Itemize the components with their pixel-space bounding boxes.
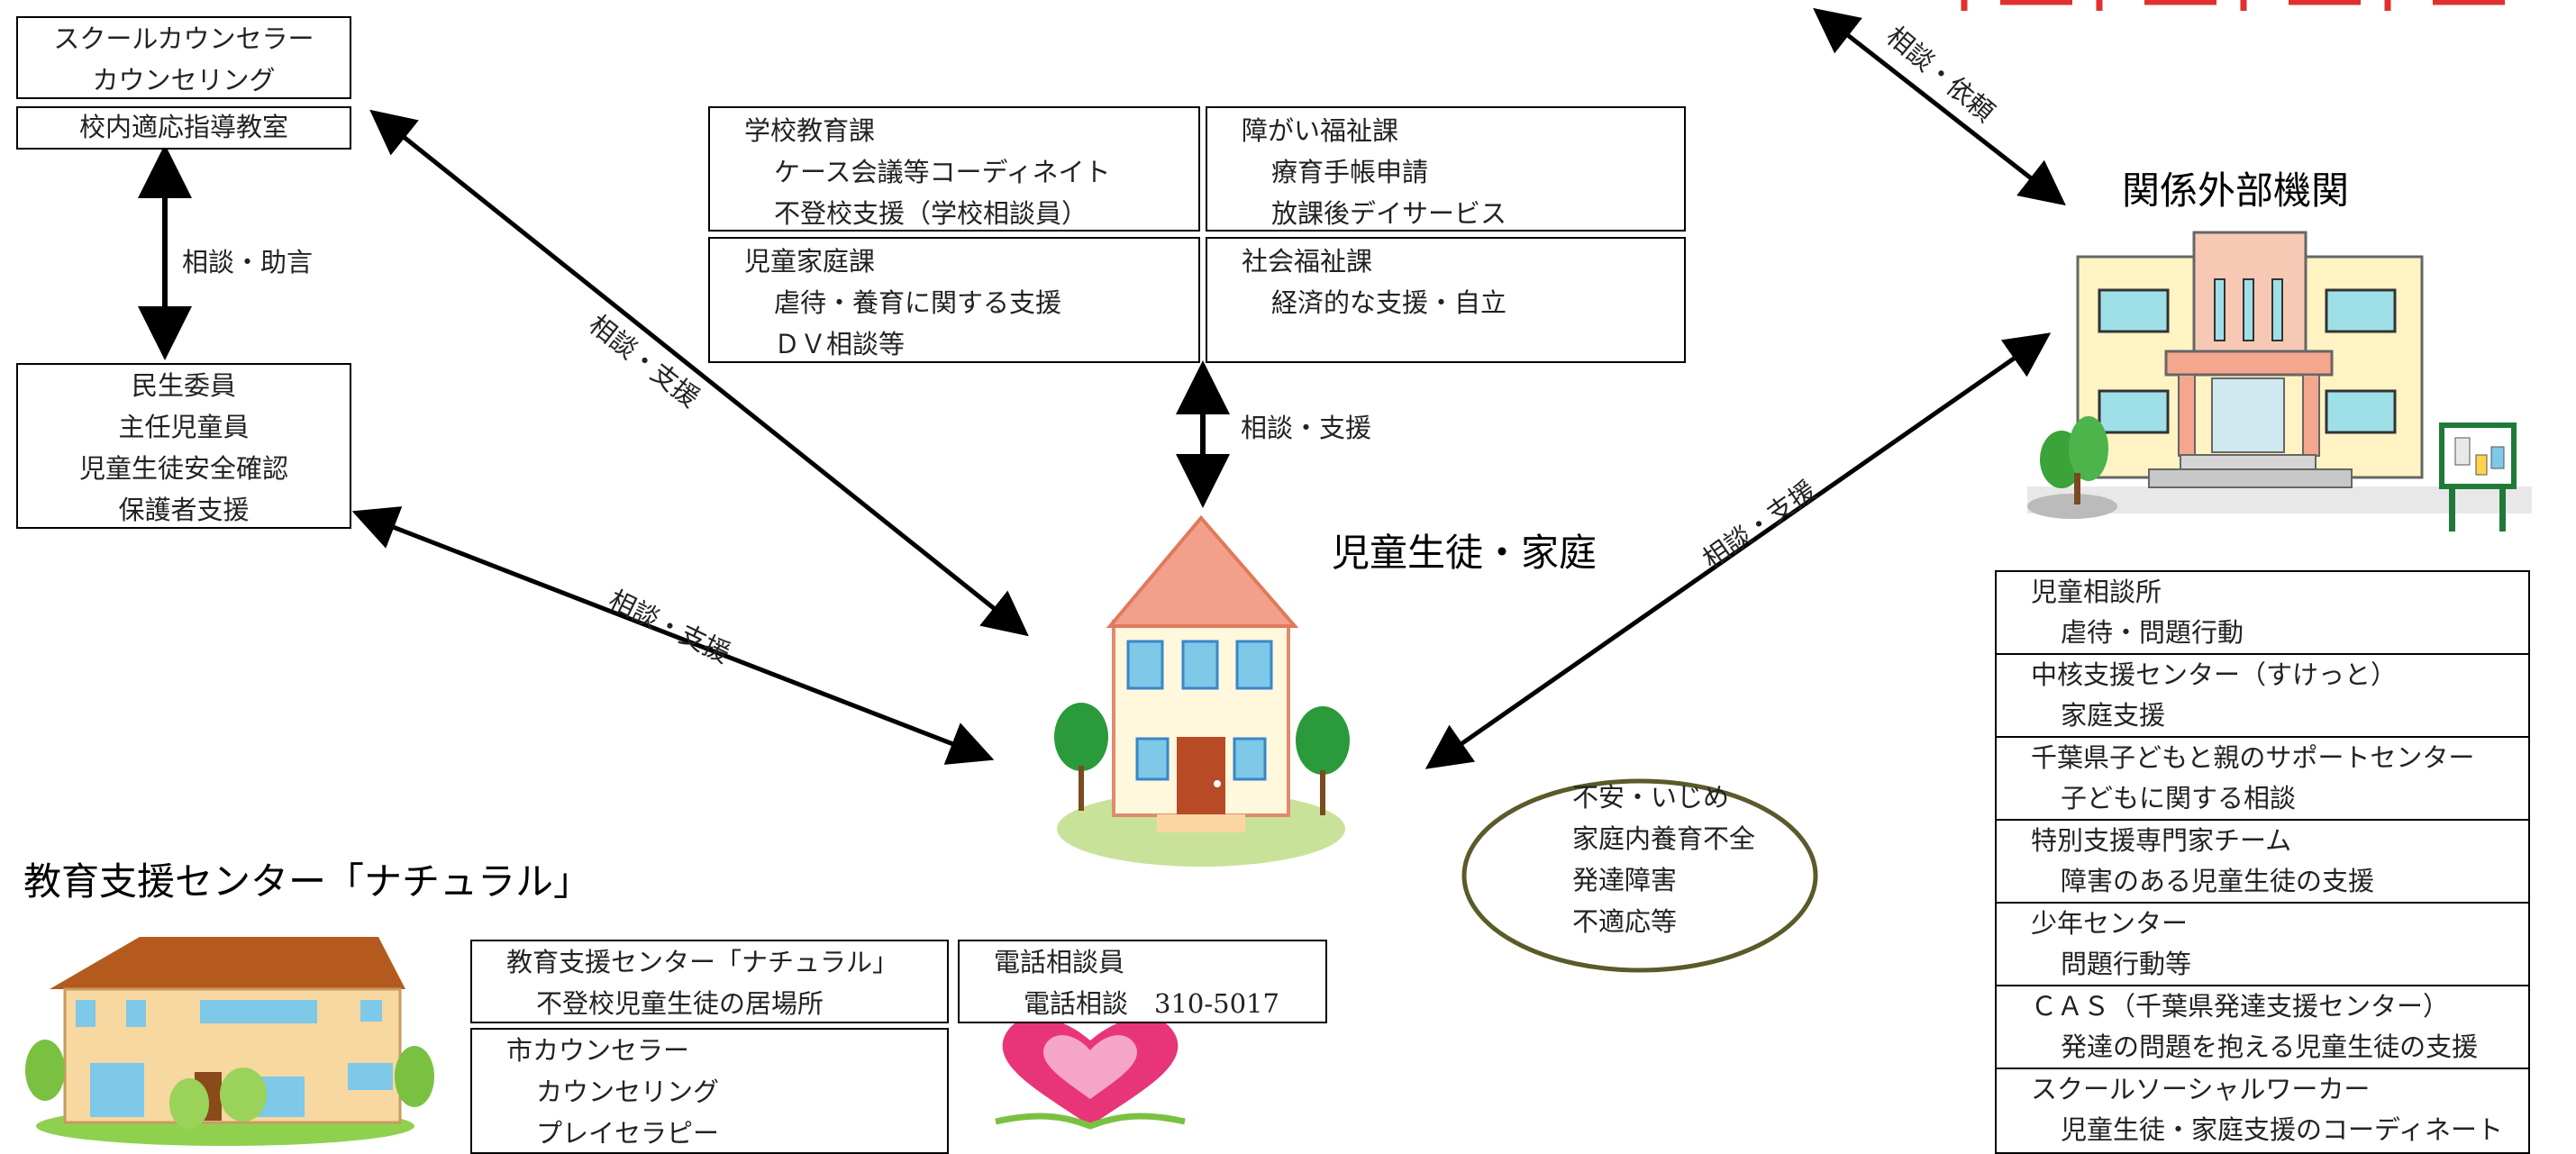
external-agencies-table: 児童相談所 虐待・問題行動 中核支援センター（すけっと） 家庭支援 千葉県子ども…	[1995, 570, 2530, 1154]
issue-1: 不安・いじめ	[1572, 782, 1730, 813]
arrow-minsei-house	[351, 506, 995, 765]
external-row-7: スクールソーシャルワーカー 児童生徒・家庭支援のコーディネート	[1997, 1069, 2528, 1150]
external-row-2: 中核支援センター（すけっと） 家庭支援	[1997, 655, 2528, 738]
external-row-1: 児童相談所 虐待・問題行動	[1997, 572, 2528, 655]
school-education-title: 学校教育課	[744, 115, 876, 146]
natural-main-title: 教育支援センター「ナチュラル」	[506, 947, 899, 977]
arrow-offices-house-label: 相談・支援	[1241, 413, 1372, 443]
disability-welfare-box: 障がい福祉課 療育手帳申請 放課後デイサービス	[1206, 106, 1686, 232]
child-family-item-2: ＤＶ相談等	[774, 329, 906, 359]
issue-2: 家庭内養育不全	[1572, 823, 1756, 854]
natural-main-box: 教育支援センター「ナチュラル」 不登校児童生徒の居場所	[470, 940, 949, 1023]
external-row-1-name: 児童相談所	[2031, 577, 2162, 607]
external-row-2-detail: 家庭支援	[2061, 700, 2166, 731]
education-center-illustration	[25, 937, 434, 1146]
external-building-illustration	[2027, 231, 2532, 532]
child-family-title: 児童家庭課	[744, 246, 876, 277]
child-family-item-1: 虐待・養育に関する支援	[774, 287, 1062, 318]
external-row-6-detail: 発達の問題を抱える児童生徒の支援	[2061, 1031, 2479, 1062]
school-education-item-2: 不登校支援（学校相談員）	[774, 198, 1088, 229]
school-education-item-1: ケース会議等コーディネイト	[774, 157, 1111, 187]
city-counselor-item-2: プレイセラピー	[536, 1118, 720, 1149]
arrow-top-external	[1813, 7, 2066, 206]
external-row-4-detail: 障害のある児童生徒の支援	[2061, 866, 2375, 896]
school-counselor-box: スクールカウンセラー カウンセリング	[16, 16, 351, 99]
minsei-line-3: 児童生徒安全確認	[78, 453, 288, 484]
external-row-6-name: ＣＡＳ（千葉県発達支援センター）	[2031, 991, 2450, 1022]
center-title: 児童生徒・家庭	[1332, 531, 1597, 575]
arrow-external-house	[1425, 332, 2052, 769]
city-counselor-item-1: カウンセリング	[536, 1077, 720, 1107]
external-row-7-detail: 児童生徒・家庭支援のコーディネート	[2061, 1114, 2503, 1145]
school-classroom-box: 校内適応指導教室	[16, 106, 351, 150]
school-education-box: 学校教育課 ケース会議等コーディネイト 不登校支援（学校相談員）	[708, 106, 1200, 232]
issue-3: 発達障害	[1572, 865, 1678, 895]
external-row-5-detail: 問題行動等	[2061, 949, 2192, 979]
external-row-7-name: スクールソーシャルワーカー	[2031, 1074, 2371, 1104]
social-welfare-title: 社会福祉課	[1242, 246, 1373, 277]
house-illustration	[1054, 514, 1350, 867]
city-counselor-title: 市カウンセラー	[506, 1035, 690, 1066]
phone-counselor-box: 電話相談員 電話相談 310-5017	[958, 940, 1327, 1023]
cropped-red-marks	[1961, 0, 2505, 11]
social-welfare-box: 社会福祉課 経済的な支援・自立	[1206, 237, 1686, 363]
external-row-3-name: 千葉県子どもと親のサポートセンター	[2031, 742, 2475, 773]
disability-welfare-item-1: 療育手帳申請	[1271, 157, 1429, 187]
child-family-box: 児童家庭課 虐待・養育に関する支援 ＤＶ相談等	[708, 237, 1200, 363]
external-row-3-detail: 子どもに関する相談	[2061, 783, 2297, 813]
minsei-box: 民生委員 主任児童員 児童生徒安全確認 保護者支援	[16, 363, 351, 529]
minsei-line-2: 主任児童員	[118, 412, 250, 442]
issues-ellipse	[1461, 778, 1818, 973]
phone-counselor-number: 電話相談 310-5017	[1024, 988, 1279, 1019]
education-center-title: 教育支援センター「ナチュラル」	[23, 859, 592, 904]
external-row-6: ＣＡＳ（千葉県発達支援センター） 発達の問題を抱える児童生徒の支援	[1997, 986, 2528, 1069]
external-row-4: 特別支援専門家チーム 障害のある児童生徒の支援	[1997, 821, 2528, 904]
minsei-line-4: 保護者支援	[118, 495, 250, 525]
issue-4: 不適応等	[1572, 906, 1678, 937]
external-row-5: 少年センター 問題行動等	[1997, 904, 2528, 986]
disability-welfare-title: 障がい福祉課	[1242, 115, 1399, 146]
school-counselor-title: スクールカウンセラー	[53, 23, 314, 54]
city-counselor-box: 市カウンセラー カウンセリング プレイセラピー	[470, 1028, 949, 1154]
external-row-3: 千葉県子どもと親のサポートセンター 子どもに関する相談	[1997, 738, 2528, 821]
phone-counselor-title: 電話相談員	[994, 947, 1125, 977]
external-row-4-name: 特別支援専門家チーム	[2031, 825, 2292, 856]
external-row-5-name: 少年センター	[2031, 908, 2189, 939]
school-counselor-detail: カウンセリング	[92, 65, 276, 95]
natural-main-detail: 不登校児童生徒の居場所	[536, 988, 824, 1019]
social-welfare-item-1: 経済的な支援・自立	[1271, 287, 1507, 318]
external-title: 関係外部機関	[2122, 168, 2350, 213]
issues-list: 不安・いじめ 家庭内養育不全 発達障害 不適応等	[1572, 777, 1755, 942]
arrow-classroom-minsei-label: 相談・助言	[182, 247, 314, 277]
minsei-line-1: 民生委員	[131, 370, 236, 401]
external-row-2-name: 中核支援センター（すけっと）	[2031, 659, 2398, 690]
disability-welfare-item-2: 放課後デイサービス	[1271, 198, 1507, 229]
school-classroom-label: 校内適応指導教室	[78, 112, 288, 142]
heart-illustration	[995, 1017, 1186, 1130]
external-row-1-detail: 虐待・問題行動	[2061, 617, 2244, 648]
